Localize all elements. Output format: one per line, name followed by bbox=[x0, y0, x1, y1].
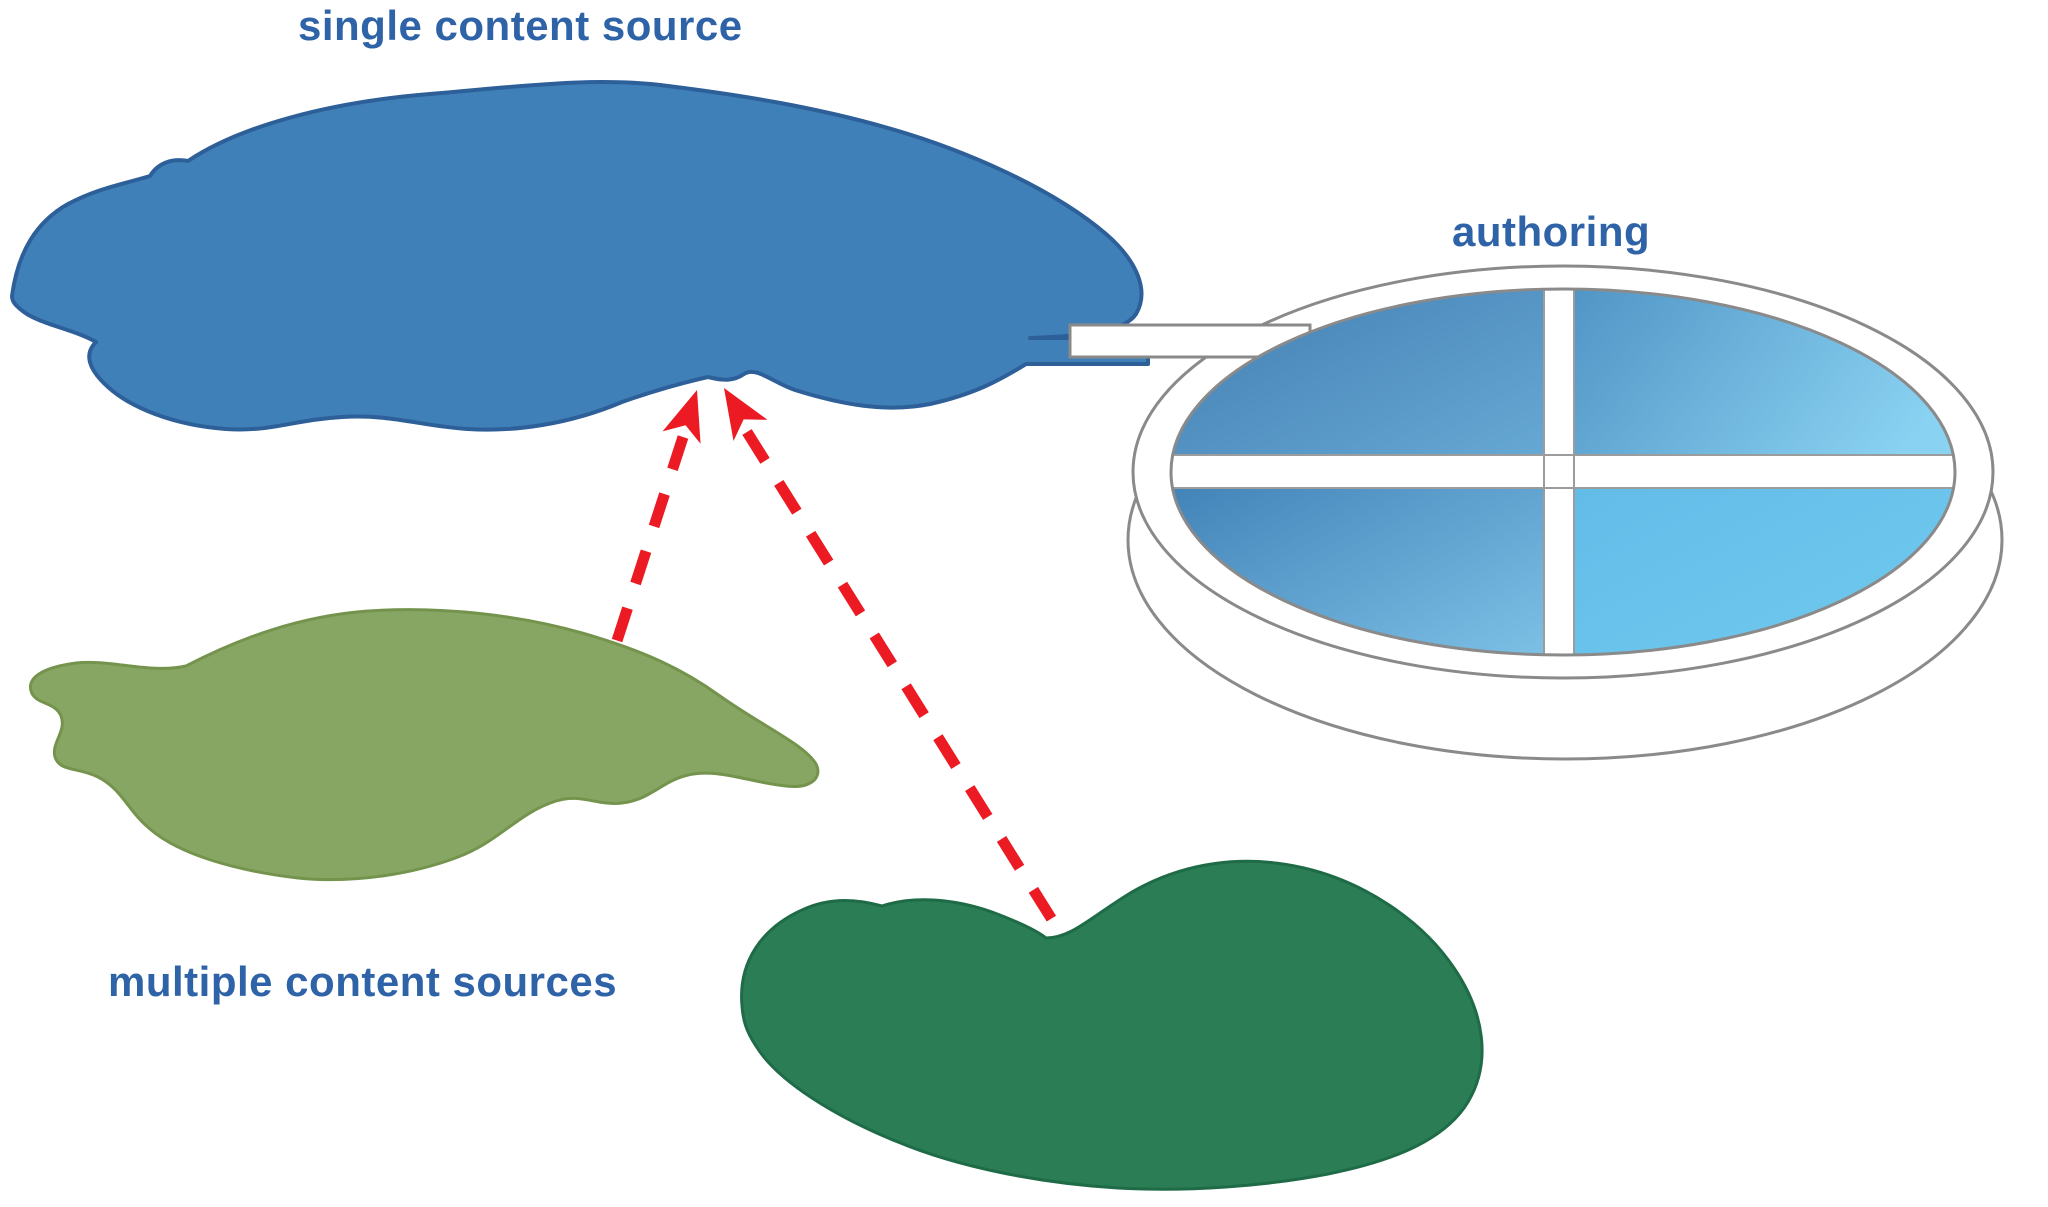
green-content-source-blob bbox=[740, 859, 1484, 1191]
multiple-content-sources-label: multiple content sources bbox=[108, 958, 618, 1005]
arrowhead-left-icon bbox=[662, 390, 701, 444]
dashed-arrow-left-line bbox=[608, 435, 689, 652]
authoring-lens-glass-outline bbox=[1169, 287, 1957, 657]
single-content-source-label: single content source bbox=[298, 2, 743, 49]
arrowhead-right-icon bbox=[724, 388, 768, 442]
single-content-source-blob bbox=[10, 80, 1150, 432]
olive-content-source-blob bbox=[29, 608, 820, 882]
authoring-label: authoring bbox=[1452, 208, 1651, 255]
lens-crossbar-horizontal bbox=[1171, 455, 1955, 488]
reuse-arrows bbox=[608, 388, 1061, 929]
lens-crossbar-edges bbox=[1171, 289, 1955, 655]
dashed-arrow-right-line bbox=[742, 429, 1061, 929]
